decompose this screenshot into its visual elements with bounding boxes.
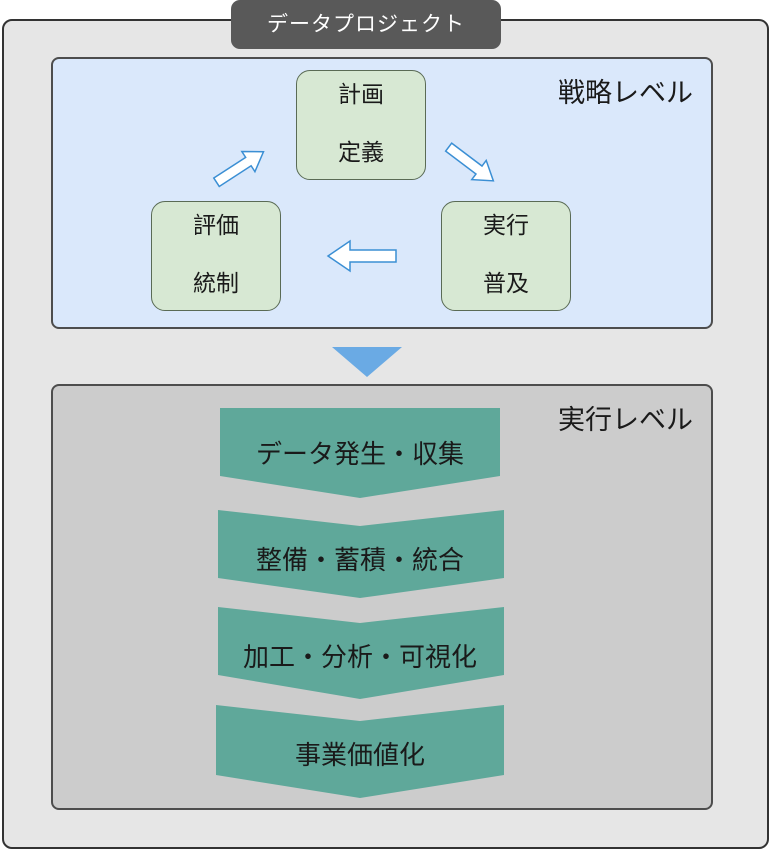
page-title: データプロジェクト	[231, 0, 501, 49]
node-execute-spread: 実行 普及	[441, 201, 571, 311]
stage-4-label: 事業価値化	[294, 741, 425, 771]
stage-1-label: データ発生・収集	[255, 440, 464, 470]
node-plan-define: 計画 定義	[296, 70, 426, 180]
node-evaluate-line2: 統制	[193, 271, 239, 297]
level-connector-arrow	[332, 347, 402, 377]
stage-2-label: 整備・蓄積・統合	[255, 546, 464, 576]
strategy-level-label: 戦略レベル	[558, 78, 693, 109]
stage-3-label: 加工・分析・可視化	[242, 643, 477, 673]
stage-preparation: 整備・蓄積・統合	[214, 510, 506, 600]
execution-level-label: 実行レベル	[558, 405, 693, 436]
cycle-arrow-exec-to-eval	[326, 239, 397, 273]
cycle-arrow-plan-to-exec	[444, 142, 495, 182]
node-plan-line2: 定義	[338, 140, 384, 166]
node-evaluate-line1: 評価	[193, 213, 239, 239]
cycle-arrow-eval-to-plan	[212, 150, 265, 188]
stage-business-value: 事業価値化	[214, 705, 506, 798]
node-execute-line1: 実行	[483, 213, 529, 239]
stage-data-generation: データ発生・収集	[214, 408, 506, 498]
node-execute-line2: 普及	[483, 271, 529, 297]
node-evaluate-control: 評価 統制	[151, 201, 281, 311]
node-plan-line1: 計画	[338, 82, 384, 108]
stage-analysis: 加工・分析・可視化	[214, 607, 506, 699]
